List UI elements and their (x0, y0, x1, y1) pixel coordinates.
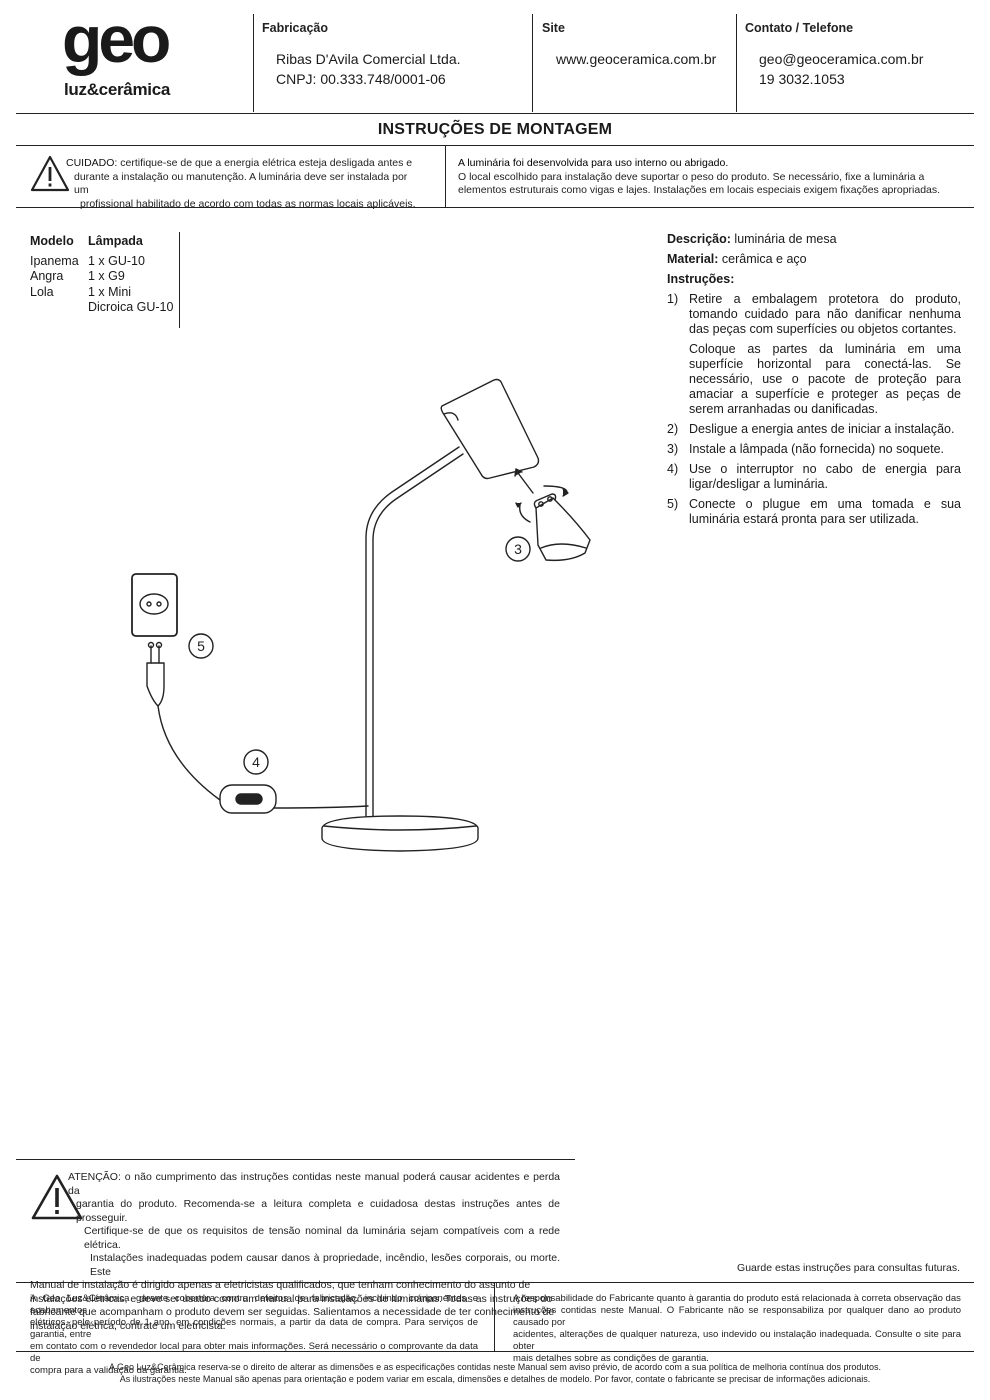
title-rule (16, 145, 974, 146)
caution-divider (445, 146, 446, 207)
warranty-rule-top (16, 1282, 974, 1283)
contact-phone: 19 3032.1053 (759, 71, 845, 87)
wall-outlet (131, 573, 178, 637)
warranty-rule-bottom (16, 1351, 974, 1352)
header-divider (253, 14, 254, 112)
description-panel: Descrição: luminária de mesa Material: c… (667, 232, 961, 532)
warranty-right-text: A responsabilidade do Fabricante quanto … (513, 1293, 961, 1364)
description-value: luminária de mesa (730, 232, 837, 246)
model-table: Modelo Lâmpada Ipanema 1 x GU-10 Angra 1… (30, 234, 173, 316)
attention-rule (16, 1159, 575, 1160)
warning-icon (31, 1174, 83, 1220)
caution-text: CUIDADO: certifique-se de que a energia … (66, 157, 416, 210)
lamp-assembly-diagram: 3 5 4 (131, 378, 591, 852)
caution-rule (16, 207, 974, 208)
keep-instructions-note: Guarde estas instruções para consultas f… (737, 1262, 960, 1274)
table-row: Lola 1 x Mini (30, 284, 132, 299)
lamp-base (321, 815, 479, 852)
header-rule (16, 113, 974, 114)
contact-email[interactable]: geo@geoceramica.com.br (759, 51, 924, 67)
header-divider (736, 14, 737, 112)
site-link[interactable]: www.geoceramica.com.br (556, 51, 717, 67)
footer-disclaimer: A Geo Luz&Cerâmica reserva-se o direito … (109, 1362, 881, 1384)
attention-text: ATENÇÃO: o não cumprimento das instruçõe… (30, 1171, 560, 1332)
instruction-step: 5)Conecte o plugue em uma tomada e sua l… (667, 497, 961, 526)
material-value: cerâmica e aço (718, 252, 807, 266)
gu10-bulb (533, 493, 591, 562)
instructions-label: Instruções: (667, 272, 735, 286)
instruction-step: Coloque as partes da luminária em uma su… (689, 342, 961, 416)
callout-4-circle (243, 749, 269, 775)
caution-label: CUIDADO: (66, 157, 118, 169)
warning-icon (30, 155, 70, 192)
inline-switch (219, 784, 277, 814)
instruction-step: 4)Use o interruptor no cabo de energia p… (667, 462, 961, 491)
attention-label: ATENÇÃO: (68, 1171, 121, 1183)
callout-3-circle (505, 536, 531, 562)
description-label: Descrição: (667, 232, 731, 246)
table-row: Angra 1 x G9 (30, 269, 125, 283)
power-cable (273, 805, 369, 809)
callout-4: 4 (252, 754, 260, 770)
logo-wordmark: geo (62, 2, 171, 76)
callout-3: 3 (514, 541, 522, 557)
instruction-step: 2)Desligue a energia antes de iniciar a … (667, 422, 955, 436)
page-title: INSTRUÇÕES DE MONTAGEM (377, 121, 613, 138)
site-title: Site (542, 21, 565, 35)
lamp-column-header: Lâmpada (88, 234, 143, 248)
insert-arrow (514, 468, 534, 494)
instruction-step: 3)Instale a lâmpada (não fornecida) no s… (667, 442, 945, 456)
lamp-shade (440, 378, 540, 480)
table-row: Dicroica GU-10 (88, 300, 174, 314)
model-column-header: Modelo (30, 234, 74, 248)
callout-5: 5 (197, 638, 205, 654)
callout-5-circle (188, 633, 214, 659)
logo-tagline: luz&cerâmica (64, 80, 171, 99)
fabricacao-title: Fabricação (262, 21, 329, 35)
rotate-arrow (515, 485, 569, 523)
instruction-step: 1)Retire a embalagem protetora do produt… (667, 292, 961, 336)
contact-title: Contato / Telefone (745, 21, 854, 35)
table-row: Ipanema 1 x GU-10 (30, 253, 145, 268)
indoor-use-text: A luminária foi desenvolvida para uso in… (458, 157, 941, 196)
warranty-divider (494, 1282, 495, 1351)
warranty-left-text: A Geo Luz&Cerâmica garante cobertura con… (30, 1293, 478, 1376)
power-cable (157, 705, 221, 801)
lamp-stem (365, 446, 464, 817)
material-label: Material: (667, 252, 719, 266)
fabricacao-cnpj: CNPJ: 00.333.748/0001-06 (276, 71, 446, 87)
header-divider (532, 14, 533, 112)
power-plug (146, 641, 165, 707)
fabricacao-company: Ribas D'Avila Comercial Ltda. (276, 51, 461, 67)
model-table-divider (179, 232, 180, 328)
